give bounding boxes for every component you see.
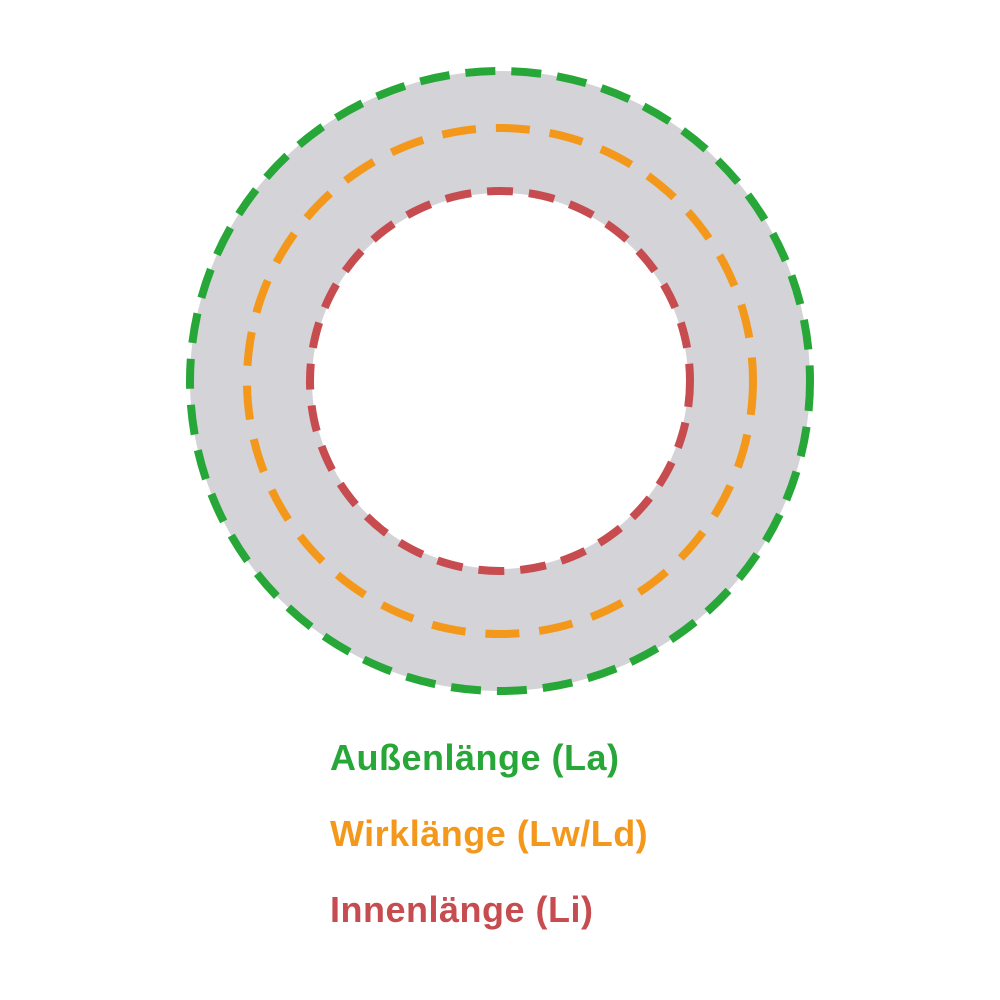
legend-effective-length-label: Wirklänge (Lw/Ld) [330, 813, 649, 854]
legend: Außenlänge (La) Wirklänge (Lw/Ld) Innenl… [330, 736, 648, 964]
legend-inner-length-label: Innenlänge (Li) [330, 889, 594, 930]
legend-outer-length-label: Außenlänge (La) [330, 737, 620, 778]
outer-length-circle [186, 67, 814, 695]
effective-length-circle [243, 124, 757, 638]
belt-body-ring [190, 71, 810, 691]
v-belt-diagram [186, 67, 814, 695]
inner-length-circle [306, 187, 694, 575]
